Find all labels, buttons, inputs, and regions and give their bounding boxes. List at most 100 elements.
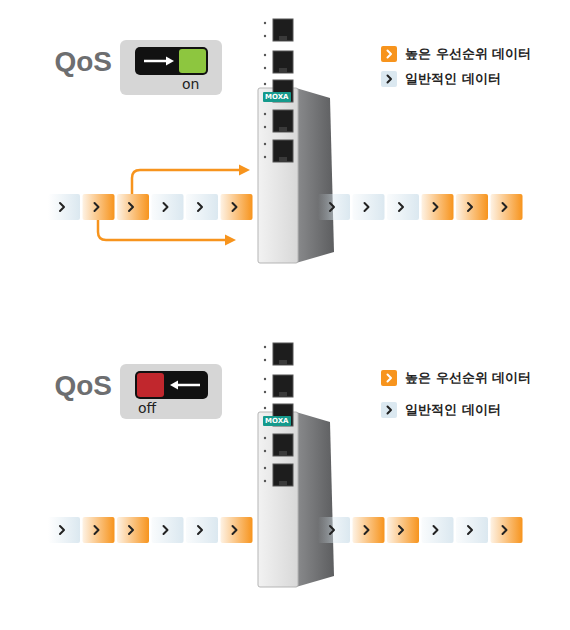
led	[264, 467, 266, 469]
led	[264, 54, 266, 56]
chevron	[434, 526, 438, 534]
normal-packet	[456, 517, 488, 543]
led	[264, 22, 266, 24]
switch-side	[296, 88, 334, 263]
priority-packet	[221, 194, 253, 220]
port-tab	[279, 360, 287, 365]
brand-label: MOXA	[263, 92, 291, 102]
brand-text: MOXA	[265, 93, 289, 101]
led	[264, 346, 266, 348]
packet-body	[387, 194, 419, 220]
ethernet-switch	[258, 19, 334, 263]
switch-front	[258, 88, 298, 263]
toggle-arrow-head	[166, 57, 174, 66]
chevron	[60, 203, 64, 211]
priority-arrow	[132, 170, 240, 194]
port	[273, 375, 293, 397]
led	[264, 156, 266, 158]
chevron	[330, 526, 334, 534]
toggle-graphic	[120, 364, 222, 419]
chevron	[365, 526, 369, 534]
chevron	[365, 203, 369, 211]
packet-body	[186, 194, 218, 220]
chevron	[233, 203, 237, 211]
packet-body	[491, 517, 523, 543]
led	[264, 480, 266, 482]
brand-text: MOXA	[265, 417, 289, 425]
normal-packet	[186, 517, 218, 543]
chevron	[129, 203, 133, 211]
legend-entry: 높은 우선순위 데이터	[381, 45, 531, 63]
priority-packet	[491, 517, 523, 543]
normal-packet	[48, 194, 80, 220]
brand-label: MOXA	[263, 416, 291, 426]
legend-entry: 일반적인 데이터	[381, 70, 501, 88]
packet-body	[353, 194, 385, 220]
qos-toggle: QoSoff	[120, 364, 222, 419]
arrow-head	[225, 235, 236, 246]
switch-front	[258, 412, 298, 587]
normal-packet	[318, 517, 350, 543]
port	[273, 110, 293, 132]
chevron	[503, 526, 507, 534]
chevron	[95, 526, 99, 534]
packet-body	[422, 194, 454, 220]
packet-body	[117, 194, 149, 220]
normal-packet	[48, 517, 80, 543]
toggle-knob	[179, 49, 206, 73]
port	[273, 434, 293, 456]
led	[264, 378, 266, 380]
chevron	[233, 526, 237, 534]
legend-text: 일반적인 데이터	[405, 70, 501, 88]
switch-side	[296, 412, 334, 587]
packet-body	[387, 517, 419, 543]
toggle-arrow-head	[170, 381, 178, 390]
port-tab	[279, 127, 287, 132]
legend-entry: 일반적인 데이터	[381, 401, 501, 419]
priority-arrow	[98, 220, 226, 240]
legend-entry: 높은 우선순위 데이터	[381, 369, 531, 387]
toggle-graphic	[120, 40, 222, 95]
packet-body	[48, 517, 80, 543]
priority-packet	[387, 517, 419, 543]
swatch-chevron	[381, 402, 397, 418]
port-tab	[279, 392, 287, 397]
chevron	[503, 203, 507, 211]
chevron	[60, 526, 64, 534]
legend-swatch	[381, 46, 397, 62]
packet-body	[491, 194, 523, 220]
qos-toggle: QoSon	[120, 40, 222, 95]
priority-arrow	[98, 165, 250, 246]
led	[264, 391, 266, 393]
packet-body	[152, 194, 184, 220]
ethernet-switch	[258, 343, 334, 587]
port-tab	[279, 68, 287, 73]
swatch-chevron	[381, 71, 397, 87]
toggle-knob	[137, 373, 164, 397]
port-tab	[279, 36, 287, 41]
priority-packet	[117, 194, 149, 220]
chevron	[129, 526, 133, 534]
packet-body	[318, 517, 350, 543]
chevron	[95, 203, 99, 211]
port	[273, 51, 293, 73]
packet-body	[221, 194, 253, 220]
port-tab	[279, 451, 287, 456]
packet-body	[83, 517, 115, 543]
swatch-chevron	[381, 46, 397, 62]
chevron	[468, 203, 472, 211]
state-label: off	[138, 400, 156, 416]
packet-body	[456, 517, 488, 543]
led	[264, 437, 266, 439]
normal-packet	[387, 194, 419, 220]
legend-text: 높은 우선순위 데이터	[405, 45, 531, 63]
arrow-head	[239, 165, 250, 176]
heading: QoS	[54, 46, 112, 78]
toggle-track	[135, 47, 208, 75]
led	[264, 450, 266, 452]
normal-packet	[353, 194, 385, 220]
legend-text: 높은 우선순위 데이터	[405, 369, 531, 387]
toggle-track	[135, 371, 208, 399]
toggle-arrow	[144, 60, 168, 63]
normal-packet	[422, 517, 454, 543]
